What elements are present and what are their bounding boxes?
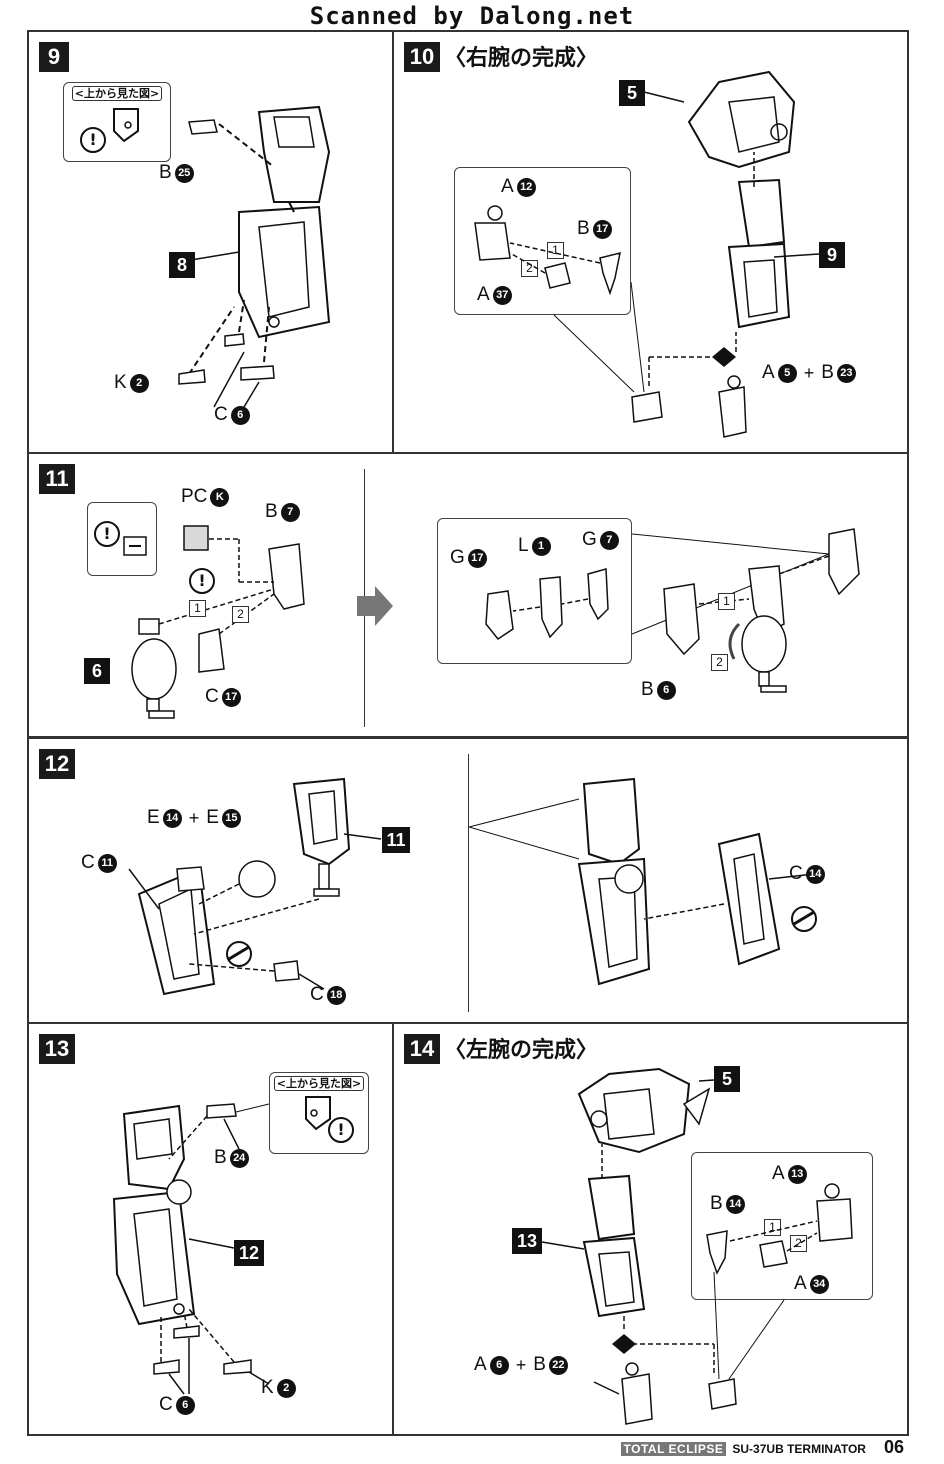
footer-brand: TOTAL ECLIPSE xyxy=(620,1442,727,1456)
watermark-text: Scanned by Dalong.net xyxy=(309,2,635,32)
top-view-box: <上から見た図> ! xyxy=(63,82,171,162)
ref-box-5: 5 xyxy=(714,1066,740,1092)
sequence-1: 1 xyxy=(718,593,735,610)
shoulder-part-illustration xyxy=(577,1067,711,1154)
caution-icon: ! xyxy=(94,521,120,547)
wrist-and-arrows xyxy=(541,1079,785,1425)
sequence-2: 2 xyxy=(790,1235,807,1252)
ref-box-8: 8 xyxy=(169,252,195,278)
small-part-icon xyxy=(123,536,147,556)
ref-box-11: 11 xyxy=(382,827,410,853)
caution-box: ! xyxy=(87,502,157,576)
step-title: 〈右腕の完成〉 xyxy=(444,46,599,71)
page-footer: TOTAL ECLIPSE SU-37UB TERMINATOR 06 xyxy=(620,1437,904,1458)
watermark: Scanned by Dalong.net xyxy=(0,2,944,32)
ref-box-9: 9 xyxy=(819,242,845,268)
top-view-part-icon xyxy=(113,108,139,143)
plus-sign: + xyxy=(188,807,200,828)
sequence-1: 1 xyxy=(189,600,206,617)
top-view-title: <上から見た図> xyxy=(64,85,170,101)
hand-parts-illustration xyxy=(706,1183,853,1275)
forearm-cover-assembly-illustration xyxy=(469,777,817,986)
ref-box-12: 12 xyxy=(234,1240,264,1266)
top-view-part-icon xyxy=(305,1096,331,1131)
caution-icon: ! xyxy=(328,1117,354,1143)
forearm-assembly-illustration xyxy=(727,178,791,329)
armor-parts-illustration xyxy=(485,568,609,641)
step-number: 10 xyxy=(404,42,440,72)
step-number: 12 xyxy=(39,749,75,779)
sequence-2: 2 xyxy=(232,606,249,623)
plus-sign: + xyxy=(515,1354,527,1375)
step-number: 13 xyxy=(39,1034,75,1064)
caution-icon-2: ! xyxy=(189,568,215,594)
arm-assembly-illustration xyxy=(238,105,331,339)
ref-box-5: 5 xyxy=(619,80,645,106)
elbow-assembly-illustration xyxy=(131,525,305,719)
step-number: 11 xyxy=(39,464,75,494)
assembly-arrows xyxy=(178,119,275,408)
sequence-2: 2 xyxy=(711,654,728,671)
ref-box-13: 13 xyxy=(512,1228,542,1254)
hand-parts-illustration xyxy=(474,205,621,296)
wrist-and-arrows xyxy=(553,91,820,438)
shoulder-part-illustration xyxy=(687,70,796,169)
top-view-title: <上から見た図> xyxy=(270,1075,368,1091)
arm-assembly-illustration xyxy=(112,1103,270,1395)
next-arrow-icon xyxy=(357,586,393,626)
step-number: 14 xyxy=(404,1034,440,1064)
forearm-assembly-illustration xyxy=(128,777,382,996)
forearm-assembly-illustration xyxy=(582,1174,646,1318)
panel-divider xyxy=(468,754,469,1012)
step-number: 9 xyxy=(39,42,69,72)
plus-sign: + xyxy=(803,362,815,383)
caution-icon: ! xyxy=(80,127,106,153)
footer-model: SU-37UB TERMINATOR xyxy=(732,1442,866,1456)
step-title: 〈左腕の完成〉 xyxy=(444,1038,599,1063)
elbow-armor-assembly-illustration xyxy=(631,528,860,693)
page-number: 06 xyxy=(883,1437,904,1457)
ref-box-6: 6 xyxy=(84,658,110,684)
top-view-box: <上から見た図> ! xyxy=(269,1072,369,1154)
sequence-1: 1 xyxy=(764,1219,781,1236)
